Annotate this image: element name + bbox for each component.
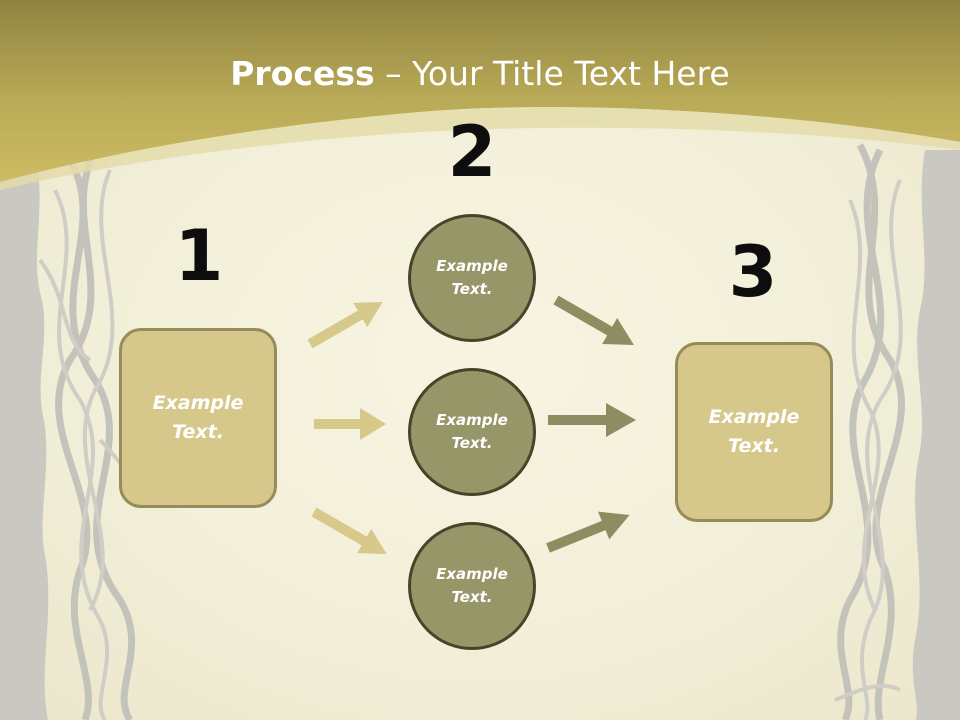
title-rest: – Your Title Text Here xyxy=(374,54,730,93)
step-number-1: 1 xyxy=(174,215,224,297)
step-3-text: Example Text. xyxy=(708,406,800,457)
arrow-1-to-bottom xyxy=(311,507,387,554)
arrow-bottom-to-3 xyxy=(546,511,630,553)
title-bold: Process xyxy=(230,54,375,93)
step-number-3: 3 xyxy=(728,231,778,313)
step-1-box: Example Text. xyxy=(119,328,277,508)
step-2-top-text: Example Text. xyxy=(436,257,508,298)
slide-title: Process – Your Title Text Here xyxy=(0,52,960,96)
step-2-circle-middle: Example Text. xyxy=(408,368,536,496)
step-number-2: 2 xyxy=(447,111,497,193)
header-swoosh xyxy=(0,107,960,190)
step-2-circle-top: Example Text. xyxy=(408,214,536,342)
header-band xyxy=(0,0,960,182)
arrow-1-to-middle xyxy=(314,408,386,440)
step-2-bottom-text: Example Text. xyxy=(436,565,508,606)
step-3-box: Example Text. xyxy=(675,342,833,522)
arrow-top-to-3 xyxy=(553,295,634,345)
arrow-1-to-top xyxy=(307,302,383,349)
right-vine-column xyxy=(834,143,960,720)
arrow-middle-to-3 xyxy=(548,403,636,437)
step-1-text: Example Text. xyxy=(152,392,244,443)
step-2-middle-text: Example Text. xyxy=(436,411,508,452)
step-2-circle-bottom: Example Text. xyxy=(408,522,536,650)
left-vine-column xyxy=(0,148,161,720)
